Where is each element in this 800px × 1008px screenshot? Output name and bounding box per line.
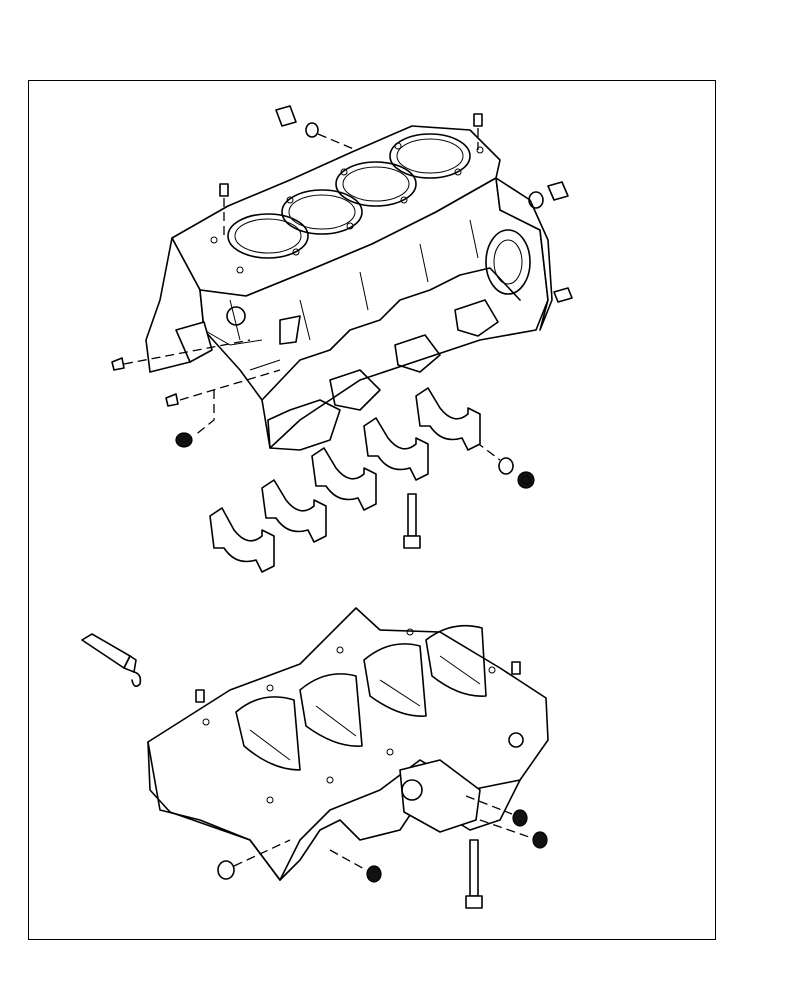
dowel-pin-lower-left <box>195 689 205 703</box>
pin-left-small <box>165 393 179 407</box>
main-bearing-cap-3 <box>311 447 377 511</box>
lower-crankcase <box>147 607 549 881</box>
sealant-tube <box>81 633 142 688</box>
dowel-pin-left <box>219 183 229 197</box>
plug-crankcase-center <box>366 865 382 883</box>
plug-crankcase-right-2 <box>532 831 548 849</box>
cylinder-block <box>145 125 553 451</box>
dowel-pin-lower-right <box>511 661 521 675</box>
plug-lower-left <box>175 432 193 448</box>
dowel-sleeve-right <box>553 287 573 303</box>
crankcase-bolt <box>465 839 483 909</box>
main-bearing-bolt <box>403 493 421 549</box>
plug-lower-right <box>517 471 535 489</box>
diagram-frame <box>28 80 716 940</box>
main-bearing-cap-5 <box>415 387 481 451</box>
main-bearing-cap-2 <box>261 479 327 543</box>
plug-right <box>528 181 569 209</box>
dowel-pin-right <box>473 113 483 127</box>
main-bearing-cap-4 <box>363 417 429 481</box>
plug-crankcase-right-1 <box>512 809 528 827</box>
washer-lower-right <box>498 457 514 475</box>
main-bearing-cap-1 <box>209 507 275 573</box>
plug-top <box>275 105 319 138</box>
plug-crankcase-left <box>217 860 235 880</box>
bolt-left-small <box>111 357 125 371</box>
